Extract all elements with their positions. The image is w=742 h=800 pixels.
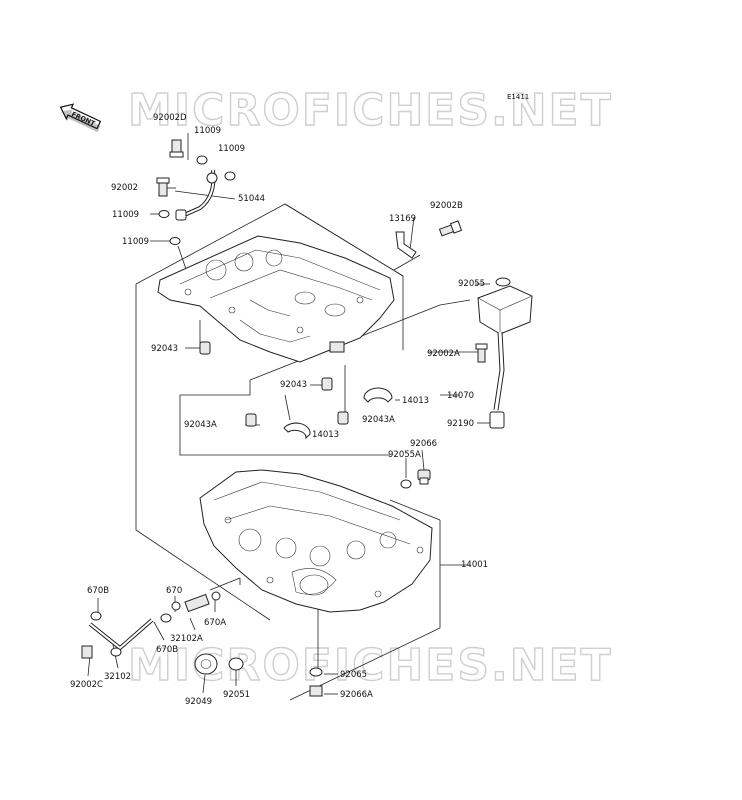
front-arrow-icon: FRONT [59, 103, 102, 133]
part-label-92055: 92055 [458, 279, 485, 289]
part-label-32102: 32102 [104, 672, 131, 682]
part-label-32102A: 32102A [170, 634, 203, 644]
part-label-14070: 14070 [447, 391, 474, 401]
bolt-92002D [169, 139, 184, 158]
part-label-14013: 14013 [402, 396, 429, 406]
part-label-670: 670 [166, 586, 182, 596]
part-label-670B: 670B [87, 586, 109, 596]
part-label-92049: 92049 [185, 697, 212, 707]
oil-line-32102 [81, 611, 172, 659]
part-label-14001: 14001 [461, 560, 488, 570]
part-label-670A: 670A [204, 618, 226, 628]
part-label-670B: 670B [156, 645, 178, 655]
part-label-13169: 13169 [389, 214, 416, 224]
part-label-92002C: 92002C [70, 680, 103, 690]
part-label-92043A: 92043A [362, 415, 395, 425]
part-label-11009: 11009 [218, 144, 245, 154]
oil-seal-92049 [194, 653, 218, 675]
part-label-92066A: 92066A [340, 690, 373, 700]
part-label-92065: 92065 [340, 670, 367, 680]
part-label-92002B: 92002B [430, 201, 463, 211]
part-label-92043: 92043 [151, 344, 178, 354]
bracket-13169 [395, 231, 417, 259]
part-label-51044: 51044 [238, 194, 265, 204]
plug-92066A [309, 667, 323, 697]
part-label-92051: 92051 [223, 690, 250, 700]
fitting-32102A [171, 591, 221, 613]
lower-crankcase [199, 469, 433, 613]
part-label-92002A: 92002A [427, 349, 460, 359]
bearing-shells-14013 [283, 387, 393, 440]
part-label-92190: 92190 [447, 419, 474, 429]
upper-crankcase [157, 235, 395, 363]
part-label-11009: 11009 [112, 210, 139, 220]
part-label-92055A: 92055A [388, 450, 421, 460]
bolt-92002B [438, 220, 463, 237]
assembly-frame-lines [87, 133, 492, 701]
diagram-code: E1411 [507, 93, 529, 101]
part-label-14013: 14013 [312, 430, 339, 440]
part-label-92043A: 92043A [184, 420, 217, 430]
hose-14070 [489, 331, 505, 429]
breather-cover [477, 277, 533, 335]
dowel-pins-92043 [199, 341, 349, 427]
plug-92066 [400, 469, 431, 489]
bolt-92002 [156, 177, 170, 197]
ring-92051 [228, 657, 244, 671]
part-label-11009: 11009 [122, 237, 149, 247]
part-label-92066: 92066 [410, 439, 437, 449]
washers-11009 [158, 155, 236, 245]
bolt-92002A [475, 343, 488, 363]
part-label-11009: 11009 [194, 126, 221, 136]
part-label-92043: 92043 [280, 380, 307, 390]
part-label-92002: 92002 [111, 183, 138, 193]
part-label-92002D: 92002D [153, 113, 187, 123]
part-labels: 92002D 11009 11009 92002 51044 11009 110… [70, 113, 488, 707]
watermark-top: MICROFICHES.NET [128, 85, 613, 136]
oil-pipe-51044 [175, 169, 218, 221]
